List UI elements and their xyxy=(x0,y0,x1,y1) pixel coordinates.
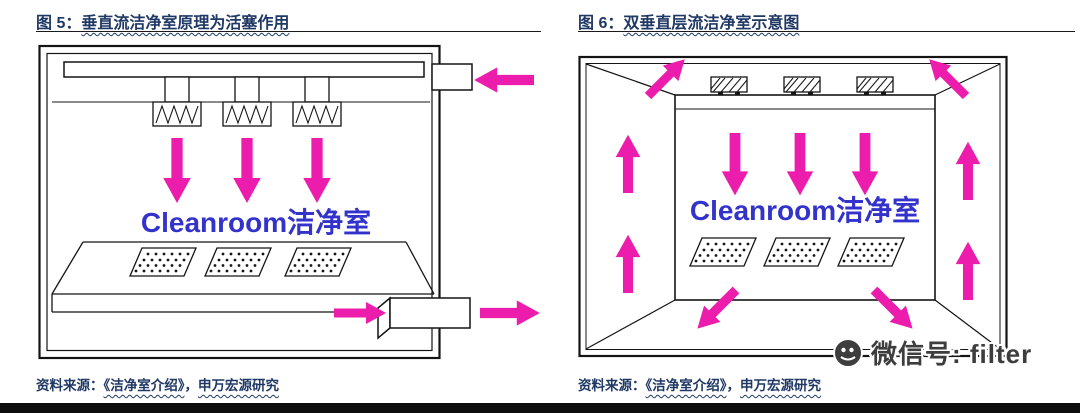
floor-grille xyxy=(689,237,757,267)
raised-floor xyxy=(51,241,435,313)
figure6-title: 图 6：双垂直层流洁净室示意图 xyxy=(578,9,799,33)
source-comma: ， xyxy=(184,378,199,393)
watermark: 微信号: filter xyxy=(832,334,1032,371)
source-prefix: 资料来源： xyxy=(578,378,646,393)
cleanroom-label: Cleanroom洁净室 xyxy=(690,194,920,226)
figure5-title-rule xyxy=(36,31,541,32)
figure6-title-text: 双垂直层流洁净室示意图 xyxy=(623,15,800,32)
hepa-filter xyxy=(292,101,342,127)
return-diagonal-arrow xyxy=(865,281,921,337)
floor-grille xyxy=(837,237,905,267)
figure6-label: 图 6： xyxy=(578,15,624,32)
recirculation-corner-arrow xyxy=(640,51,693,104)
cleanroom-label: Cleanroom洁净室 xyxy=(141,206,371,238)
recirculation-up-arrow xyxy=(955,141,981,200)
room-shell xyxy=(578,55,1008,358)
floor-grille xyxy=(204,247,272,277)
figure6-title-rule xyxy=(578,31,1075,32)
return-diagonal-arrow xyxy=(689,281,745,337)
recirculation-up-arrow xyxy=(615,234,641,293)
source-comma: ， xyxy=(726,378,741,393)
inlet-arrow xyxy=(474,67,534,93)
supply-plenum xyxy=(63,61,425,103)
floor-grille xyxy=(129,247,197,277)
ffu-unit xyxy=(783,76,821,96)
supply-down-arrow xyxy=(851,133,879,196)
recirculation-corner-arrow xyxy=(921,51,974,104)
figure6-diagram: Cleanroom洁净室 xyxy=(578,51,1008,358)
figure6-source: 资料来源：《洁净室介绍》，申万宏源研究 xyxy=(578,374,821,394)
recirculation-up-arrow xyxy=(955,241,981,300)
source-book: 《洁净室介绍》 xyxy=(103,378,185,393)
ffu-unit xyxy=(856,76,894,96)
figure5-title: 图 5：垂直流洁净室原理为活塞作用 xyxy=(36,9,289,33)
supply-down-arrow xyxy=(303,138,331,203)
floor-grille xyxy=(284,247,352,277)
figure5-source: 资料来源：《洁净室介绍》，申万宏源研究 xyxy=(36,374,279,394)
supply-down-arrow xyxy=(786,133,814,196)
figure5-title-text: 垂直流洁净室原理为活塞作用 xyxy=(81,15,290,32)
watermark-text: 微信号: filter xyxy=(871,339,1033,369)
inlet-duct xyxy=(431,63,473,91)
supply-down-arrow xyxy=(721,133,749,196)
source-org: 申万宏源研究 xyxy=(740,378,821,393)
figure5-label: 图 5： xyxy=(36,15,82,32)
recirculation-up-arrow xyxy=(615,134,641,193)
room-shell xyxy=(38,44,441,360)
source-org: 申万宏源研究 xyxy=(198,378,279,393)
airflow-arrows xyxy=(163,67,540,326)
supply-down-arrow xyxy=(233,138,261,203)
exhaust-arrow xyxy=(480,300,540,326)
clean-chamber xyxy=(674,94,936,301)
wechat-icon xyxy=(833,337,863,368)
figure5-diagram: Cleanroom洁净室 xyxy=(38,44,540,360)
floor-grille xyxy=(763,237,831,267)
supply-down-arrow xyxy=(163,138,191,203)
exhaust-duct xyxy=(377,296,471,340)
source-book: 《洁净室介绍》 xyxy=(645,378,727,393)
hepa-filter xyxy=(152,101,202,127)
bottom-bar xyxy=(0,403,1080,413)
ffu-unit xyxy=(710,76,748,96)
hepa-filter xyxy=(222,101,272,127)
source-prefix: 资料来源： xyxy=(36,378,104,393)
